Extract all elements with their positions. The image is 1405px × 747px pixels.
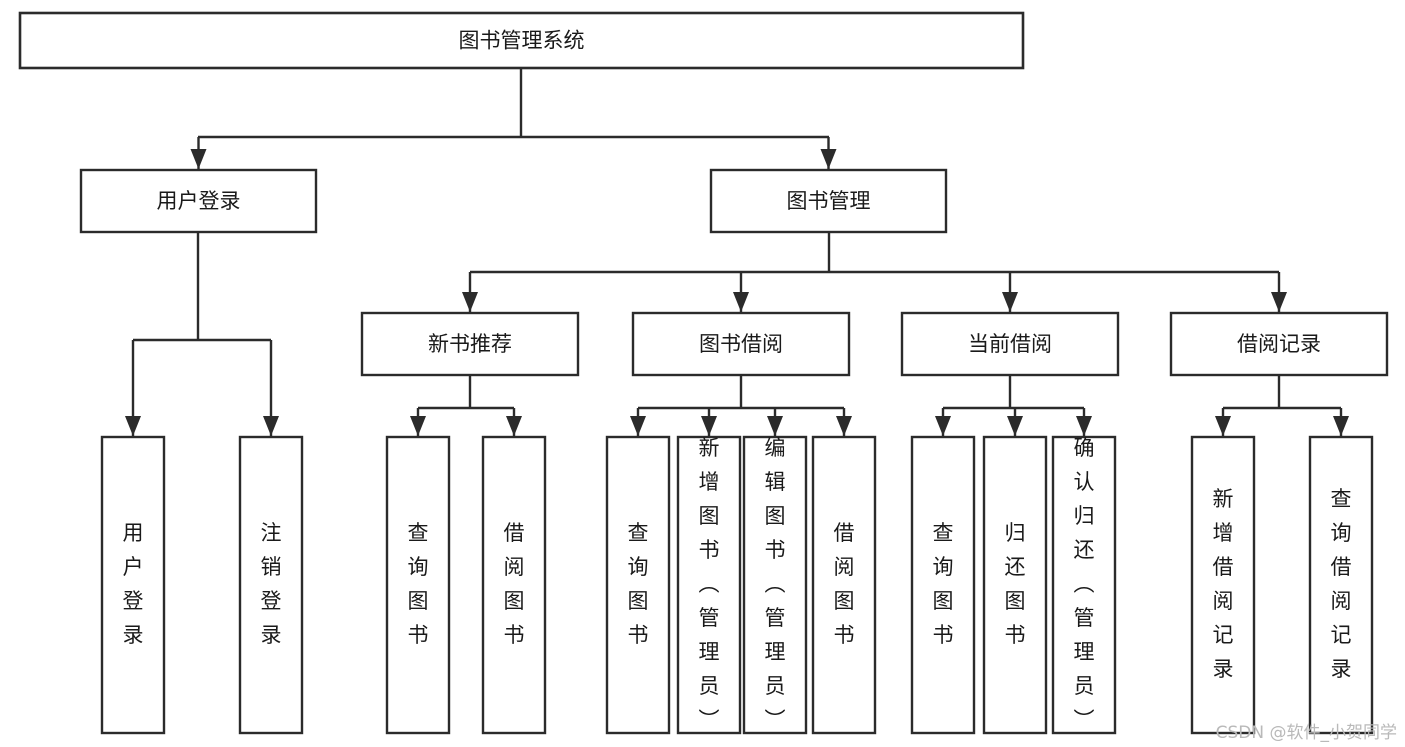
node-label: 图书管理系统 (459, 29, 585, 53)
node-leaf-rec-query-record[interactable]: 查询借阅记录 (1308, 435, 1374, 735)
node-borrow-record[interactable]: 借阅记录 (1169, 311, 1389, 377)
node-label: 新书推荐 (428, 332, 512, 356)
node-box[interactable] (910, 435, 976, 735)
node-leaf-cur-return-book[interactable]: 归还图书 (982, 435, 1048, 735)
node-label: 查询图书 (933, 521, 954, 647)
node-box[interactable] (238, 435, 304, 735)
arrow-head-icon (410, 416, 426, 436)
node-box[interactable] (742, 435, 808, 735)
node-label: 借阅图书 (504, 521, 525, 647)
node-box[interactable] (1169, 311, 1389, 377)
connectors-layer (125, 68, 1349, 436)
arrow-head-icon (630, 416, 646, 436)
node-label: 用户登录 (157, 189, 241, 213)
node-box[interactable] (1051, 435, 1117, 735)
node-box[interactable] (385, 435, 451, 735)
node-box[interactable] (982, 435, 1048, 735)
node-root[interactable]: 图书管理系统 (18, 11, 1025, 70)
node-label: 注销登录 (261, 521, 282, 647)
node-box[interactable] (1190, 435, 1256, 735)
node-label: 确认归还︵管理员︶ (1074, 436, 1095, 732)
arrow-head-icon (733, 292, 749, 312)
arrow-head-icon (767, 416, 783, 436)
node-label: 编辑图书︵管理员︶ (765, 436, 786, 732)
nodes-layer: 图书管理系统用户登录图书管理新书推荐图书借阅当前借阅借阅记录用户登录注销登录查询… (18, 11, 1389, 735)
node-box[interactable] (900, 311, 1120, 377)
arrow-head-icon (1215, 416, 1231, 436)
node-box[interactable] (631, 311, 851, 377)
node-new-book-rec[interactable]: 新书推荐 (360, 311, 580, 377)
node-label: 当前借阅 (968, 332, 1052, 356)
node-leaf-borrow-add-book[interactable]: 新增图书︵管理员︶ (676, 435, 742, 735)
node-leaf-rec-borrow-book[interactable]: 借阅图书 (481, 435, 547, 735)
node-current-borrow[interactable]: 当前借阅 (900, 311, 1120, 377)
node-book-manage[interactable]: 图书管理 (709, 168, 948, 234)
node-label: 查询借阅记录 (1331, 487, 1352, 681)
node-user-login[interactable]: 用户登录 (79, 168, 318, 234)
node-label: 用户登录 (123, 521, 144, 647)
node-box[interactable] (79, 168, 318, 234)
node-box[interactable] (811, 435, 877, 735)
arrow-head-icon (836, 416, 852, 436)
node-box[interactable] (18, 11, 1025, 70)
node-label: 新增借阅记录 (1213, 487, 1234, 681)
arrow-head-icon (701, 416, 717, 436)
watermark: CSDN @软件_小贺同学 (1215, 723, 1397, 743)
node-box[interactable] (709, 168, 948, 234)
node-leaf-rec-query-book[interactable]: 查询图书 (385, 435, 451, 735)
node-box[interactable] (605, 435, 671, 735)
arrow-head-icon (820, 149, 837, 169)
node-label: 归还图书 (1005, 521, 1026, 647)
node-box[interactable] (676, 435, 742, 735)
node-leaf-borrow-borrow-book[interactable]: 借阅图书 (811, 435, 877, 735)
arrow-head-icon (263, 416, 279, 436)
arrow-head-icon (462, 292, 478, 312)
node-leaf-rec-add-record[interactable]: 新增借阅记录 (1190, 435, 1256, 735)
arrow-head-icon (125, 416, 141, 436)
node-box[interactable] (481, 435, 547, 735)
node-label: 查询图书 (628, 521, 649, 647)
node-leaf-borrow-query-book[interactable]: 查询图书 (605, 435, 671, 735)
arrow-head-icon (1007, 416, 1023, 436)
node-label: 图书借阅 (699, 332, 783, 356)
node-label: 借阅图书 (834, 521, 855, 647)
arrow-head-icon (1076, 416, 1092, 436)
node-label: 借阅记录 (1237, 332, 1321, 356)
node-box[interactable] (1308, 435, 1374, 735)
arrow-head-icon (190, 149, 207, 169)
node-leaf-user-logout[interactable]: 注销登录 (238, 435, 304, 735)
node-leaf-cur-confirm-return[interactable]: 确认归还︵管理员︶ (1051, 435, 1117, 735)
node-label: 图书管理 (787, 189, 871, 213)
node-leaf-borrow-edit-book[interactable]: 编辑图书︵管理员︶ (742, 435, 808, 735)
node-leaf-cur-query-book[interactable]: 查询图书 (910, 435, 976, 735)
node-book-borrow[interactable]: 图书借阅 (631, 311, 851, 377)
arrow-head-icon (1002, 292, 1018, 312)
arrow-head-icon (1333, 416, 1349, 436)
node-box[interactable] (100, 435, 166, 735)
node-box[interactable] (360, 311, 580, 377)
arrow-head-icon (1271, 292, 1287, 312)
node-label: 查询图书 (408, 521, 429, 647)
arrow-head-icon (506, 416, 522, 436)
arrow-head-icon (935, 416, 951, 436)
node-leaf-user-login[interactable]: 用户登录 (100, 435, 166, 735)
node-label: 新增图书︵管理员︶ (699, 436, 720, 732)
